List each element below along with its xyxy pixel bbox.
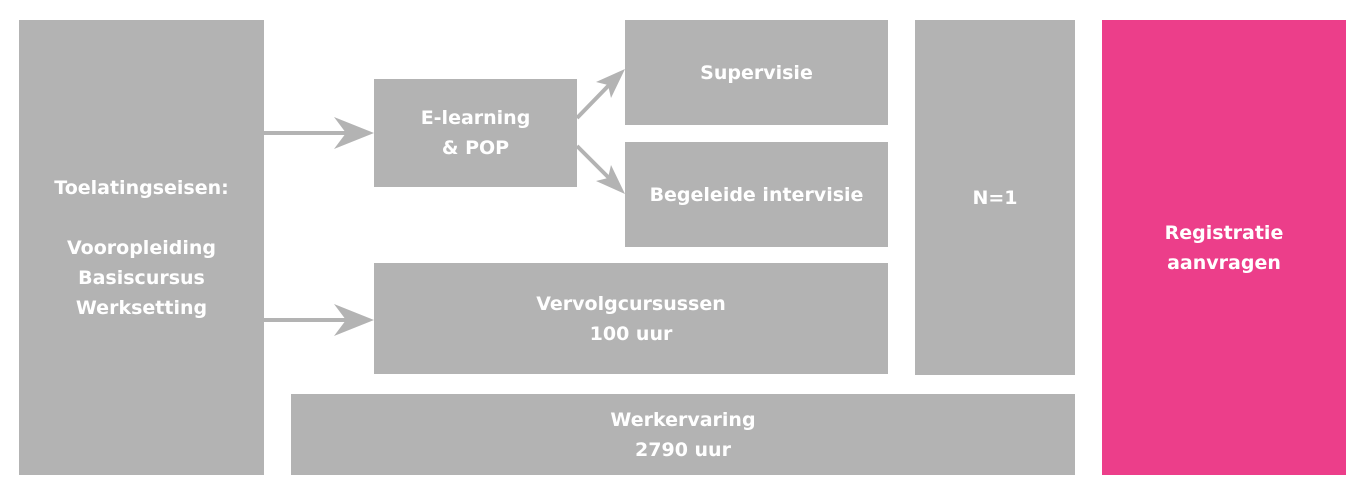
intervisie-label: Begeleide intervisie	[649, 183, 864, 206]
registratie-aanvragen-box[interactable]: Registratie aanvragen	[1102, 20, 1346, 475]
elearning-label: E-learning	[420, 107, 531, 129]
arrow-to-intervisie	[575, 144, 625, 194]
pop-label: & POP	[441, 137, 510, 159]
werkervaring-hours: 2790 uur	[635, 438, 731, 461]
intervisie-box: Begeleide intervisie	[625, 142, 888, 247]
werkervaring-label: Werkervaring	[610, 408, 756, 431]
n1-label: N=1	[972, 186, 1018, 209]
registratie-label: Registratie	[1164, 221, 1284, 244]
werkervaring-box: Werkervaring 2790 uur	[291, 394, 1075, 475]
arrow-to-supervisie	[575, 69, 625, 120]
vervolg-label: Vervolgcursussen	[536, 292, 726, 315]
vervolg-hours: 100 uur	[589, 322, 673, 345]
requirement-item: Vooropleiding	[67, 236, 216, 259]
aanvragen-label: aanvragen	[1167, 251, 1281, 274]
admission-requirements-box: Toelatingseisen: Vooropleiding Basiscurs…	[19, 20, 264, 475]
supervisie-box: Supervisie	[625, 20, 888, 125]
supervisie-label: Supervisie	[700, 61, 813, 84]
vervolgcursussen-box: Vervolgcursussen 100 uur	[374, 263, 888, 374]
requirement-item: Werksetting	[75, 296, 208, 319]
n1-box: N=1	[915, 20, 1075, 375]
admission-title: Toelatingseisen:	[54, 176, 229, 199]
arrow-to-vervolgcursussen	[264, 304, 374, 336]
elearning-box: E-learning & POP	[374, 79, 577, 187]
arrow-to-elearning	[264, 117, 374, 149]
requirement-item: Basiscursus	[78, 266, 205, 289]
